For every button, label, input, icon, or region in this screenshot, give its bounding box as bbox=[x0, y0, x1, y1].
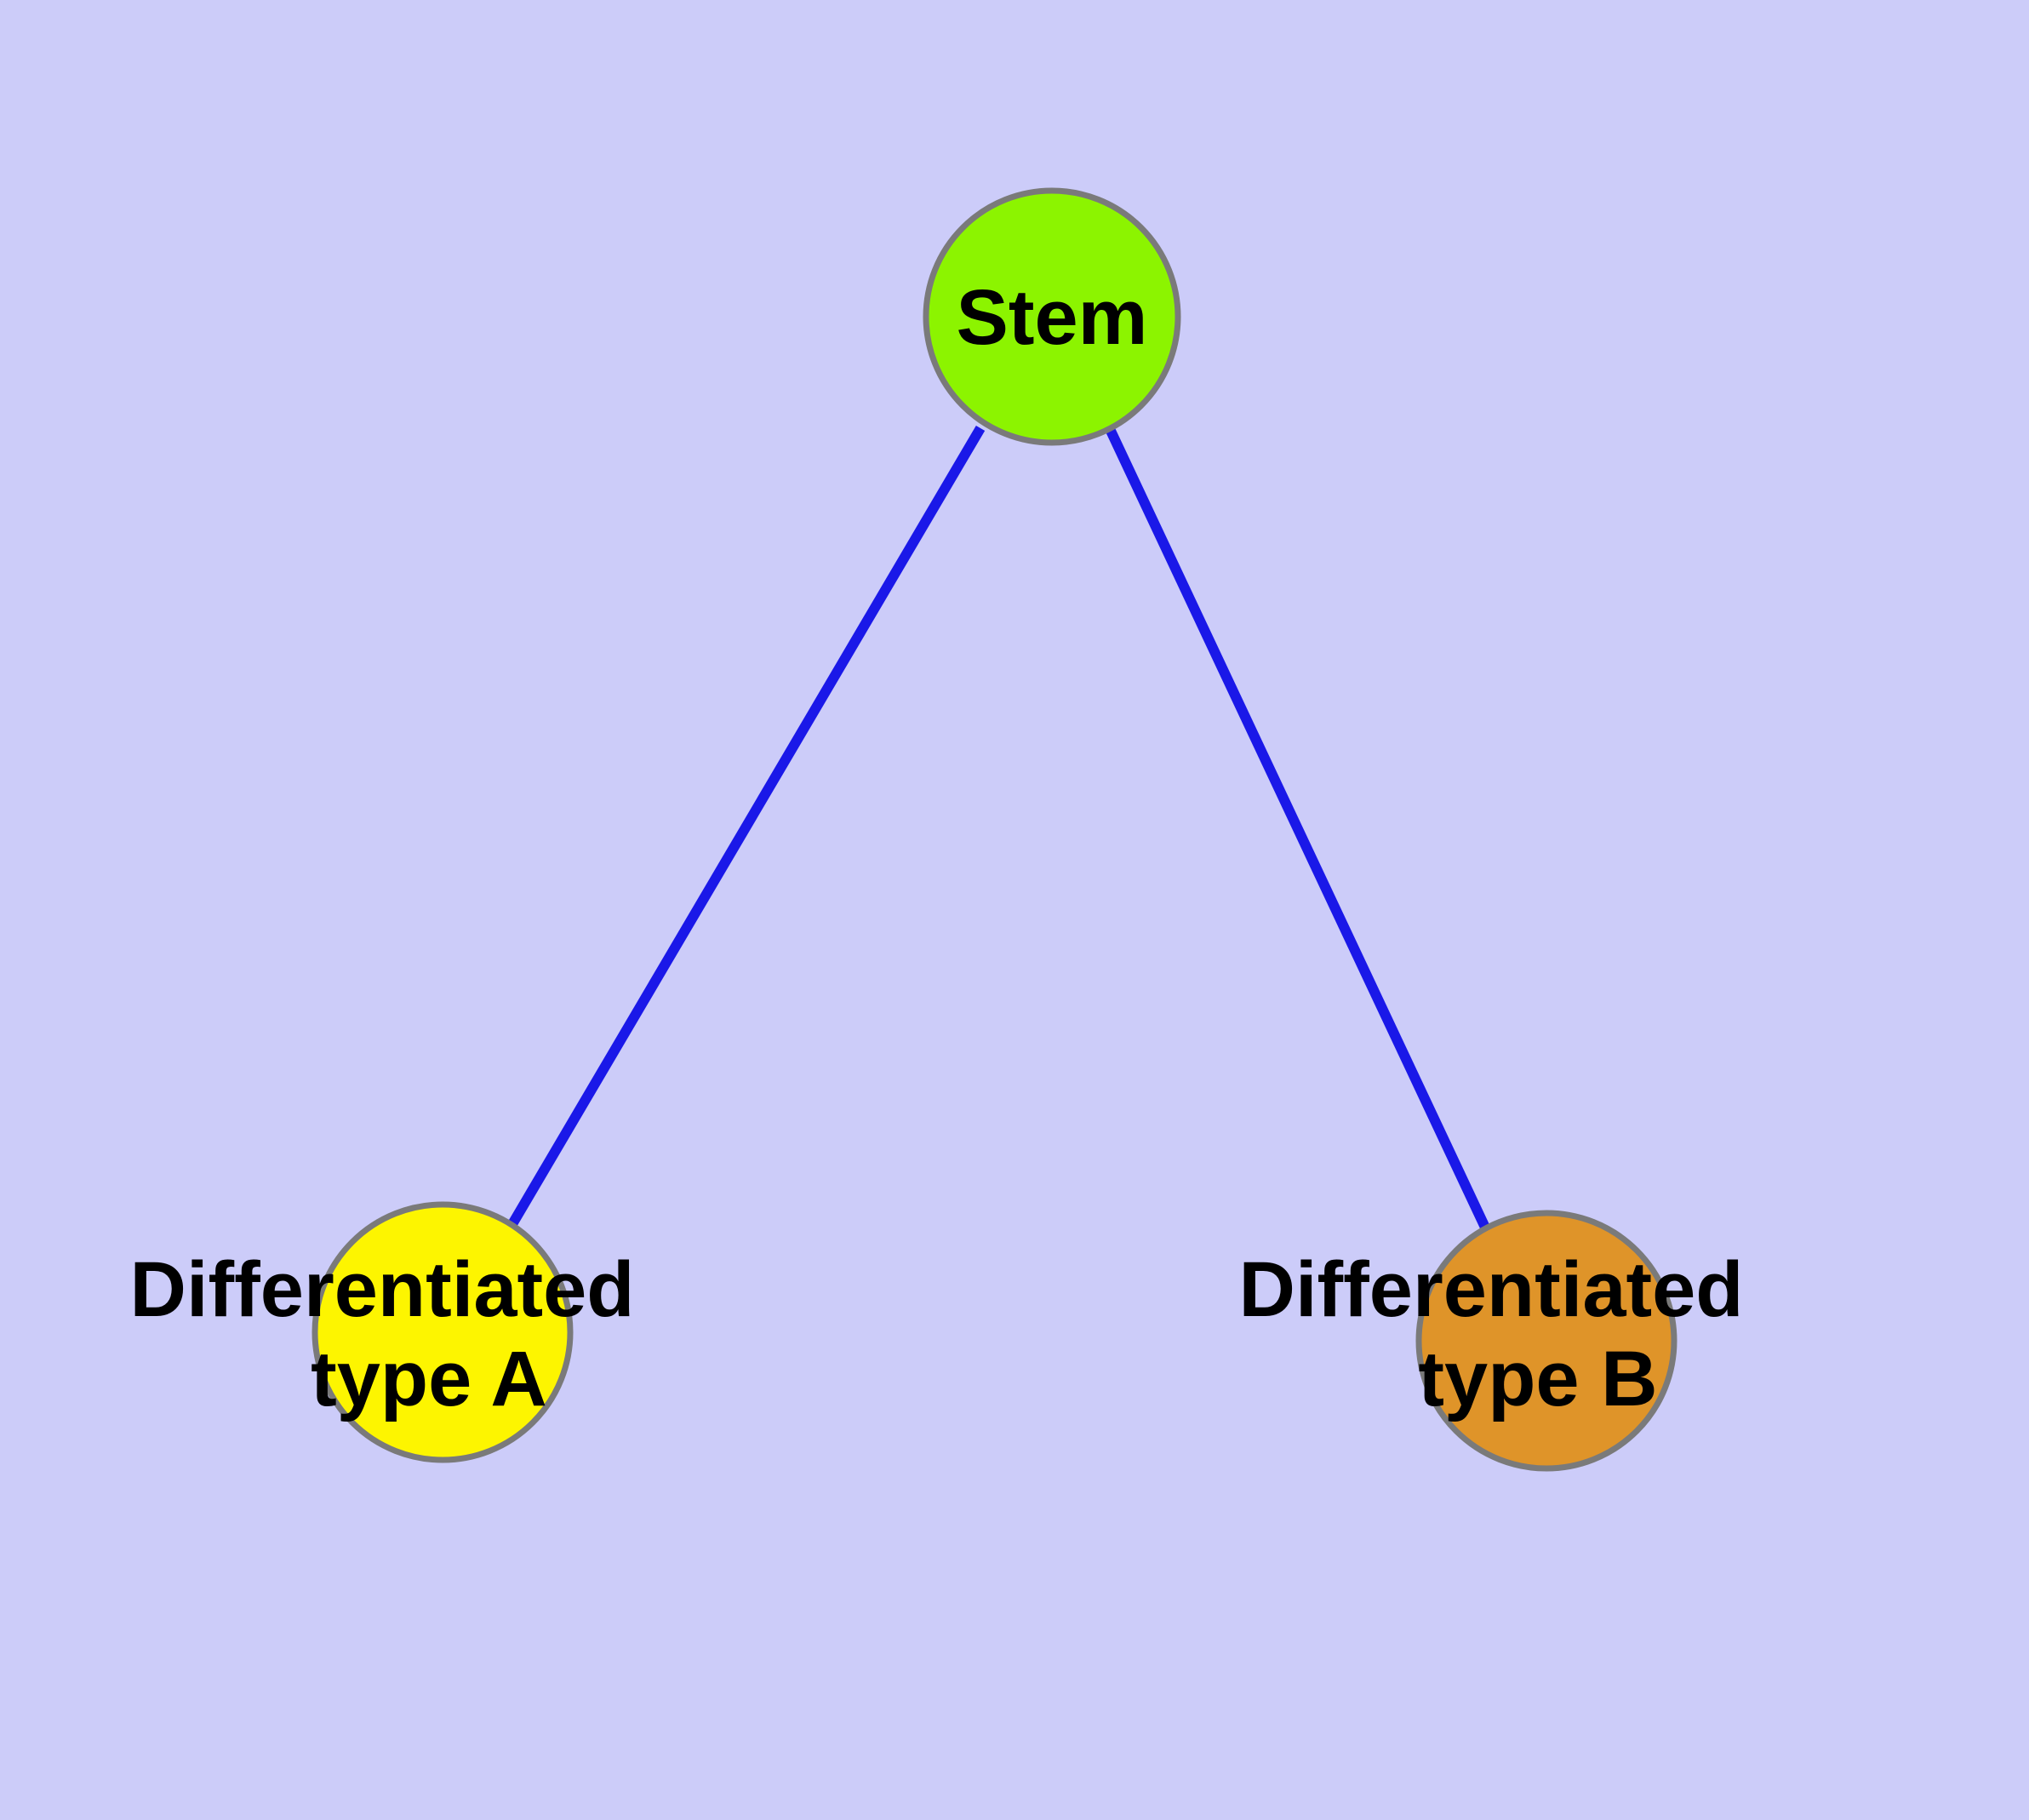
node-stem-circle[interactable] bbox=[923, 187, 1181, 446]
node-stem[interactable] bbox=[923, 187, 1181, 446]
edge-stem-to-differentiated-type-b[interactable] bbox=[1106, 428, 1491, 1232]
edge-layer bbox=[507, 425, 1491, 1232]
node-differentiated-type-a[interactable] bbox=[311, 1201, 574, 1463]
node-layer bbox=[311, 187, 1677, 1472]
node-differentiated-type-b[interactable] bbox=[1415, 1210, 1677, 1472]
label-layer: Stem Differentiated type A Differentiate… bbox=[130, 274, 1744, 1422]
node-stem-label: Stem bbox=[957, 274, 1148, 361]
node-differentiated-type-a-label-line-1: Differentiated bbox=[130, 1246, 635, 1333]
node-differentiated-type-b-label-line-1: Differentiated bbox=[1239, 1246, 1744, 1333]
node-differentiated-type-a-circle[interactable] bbox=[311, 1201, 574, 1463]
node-differentiated-type-b-label-line-2: type B bbox=[1418, 1336, 1657, 1422]
node-differentiated-type-b-circle[interactable] bbox=[1415, 1210, 1677, 1472]
edge-stem-to-differentiated-type-a[interactable] bbox=[507, 425, 986, 1228]
node-differentiated-type-a-label-line-2: type A bbox=[311, 1336, 547, 1422]
